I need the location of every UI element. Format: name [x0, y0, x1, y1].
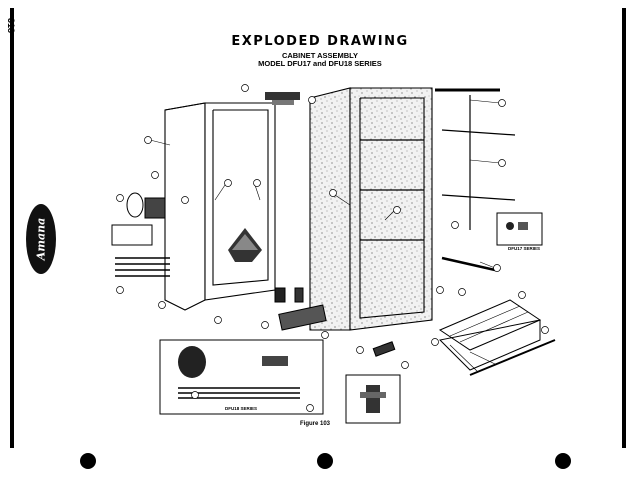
drawing-subtitle-model: MODEL DFU17 and DFU18 SERIES	[258, 59, 382, 68]
drawing-subtitle-assembly: CABINET ASSEMBLY	[281, 51, 359, 60]
bottom-right-inset	[345, 374, 401, 424]
brand-logo: Amana	[26, 204, 56, 274]
evaporator-coil	[228, 228, 262, 262]
callout-markers	[116, 84, 549, 412]
base-parts	[274, 287, 396, 357]
binder-hole-left	[80, 453, 96, 469]
right-inset-label: DFU17 SERIES	[508, 246, 540, 251]
fan-assembly	[111, 192, 170, 277]
binder-hole-right	[555, 453, 571, 469]
binder-hole-center	[317, 453, 333, 469]
basket	[438, 299, 556, 376]
callout-leaders	[149, 99, 501, 269]
cabinet-shell	[164, 102, 276, 311]
bottom-left-inset: DFU18 SERIES	[159, 339, 324, 415]
bottom-inset-label: DFU18 SERIES	[225, 406, 257, 411]
right-inset: DFU17 SERIES	[496, 212, 543, 251]
cabinet-liner	[309, 87, 433, 331]
figure-caption: Figure 103	[300, 421, 331, 427]
drawing-title: EXPLODED DRAWING	[231, 34, 409, 49]
top-bracket	[265, 92, 300, 105]
shelves	[360, 88, 516, 272]
